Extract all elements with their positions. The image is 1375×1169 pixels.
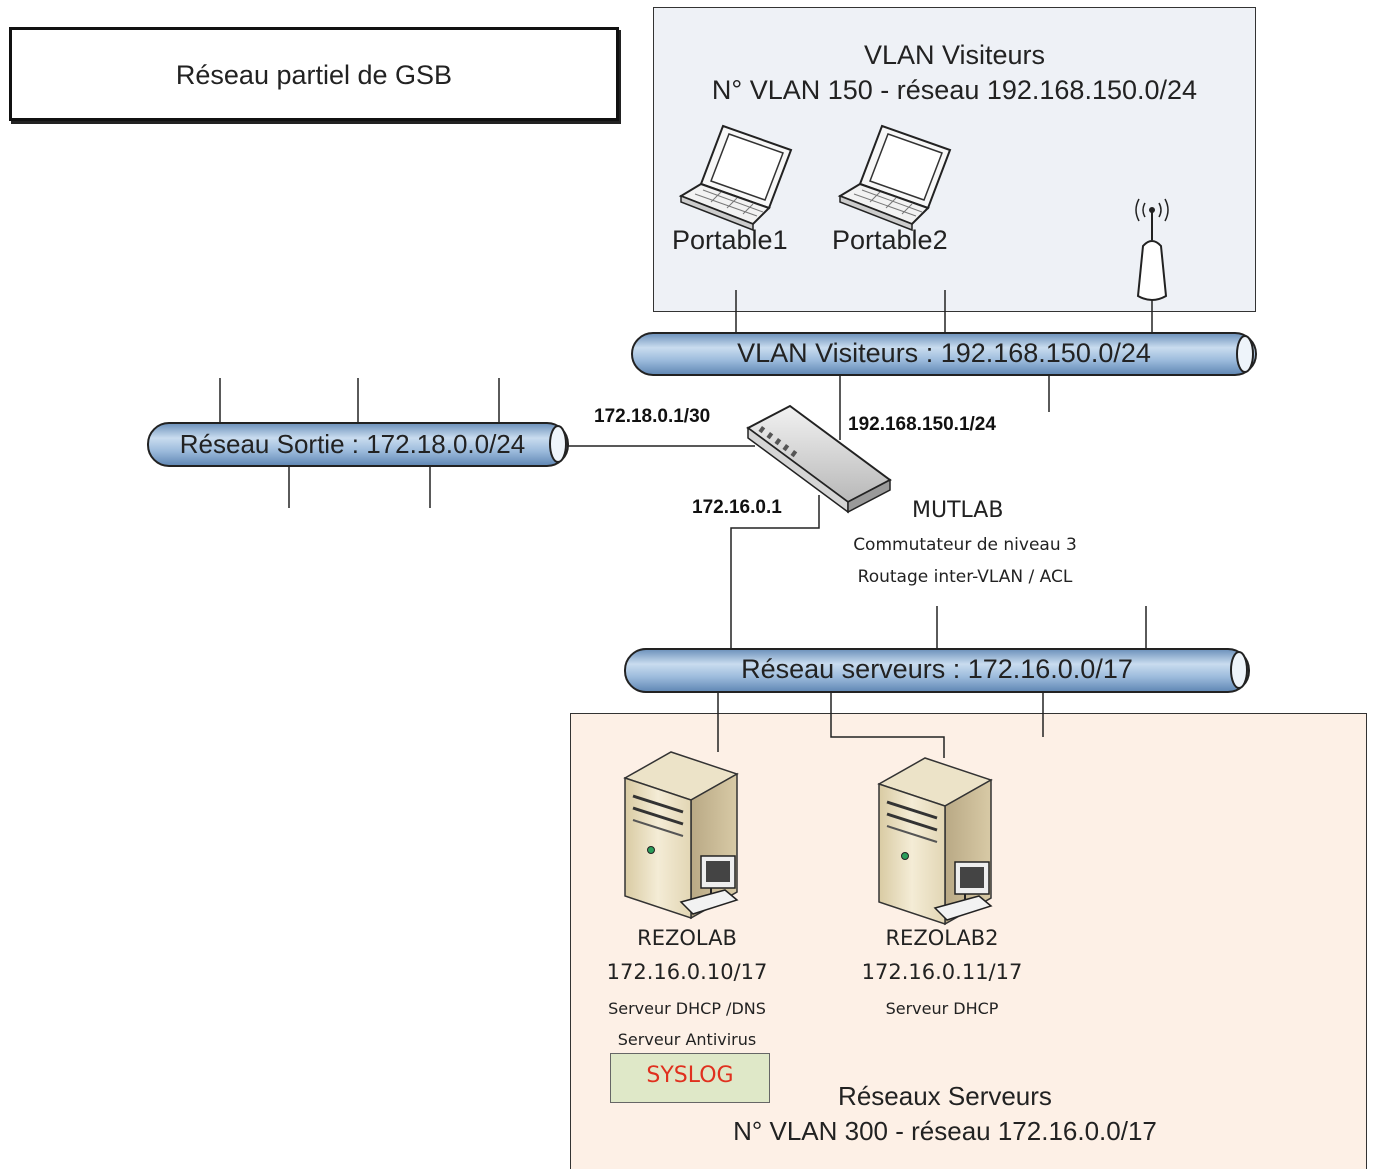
bus-reseau-sortie [147, 422, 569, 467]
server-ip-rezolab: 172.16.0.10/17 [606, 960, 768, 984]
title-box: Réseau partiel de GSB [9, 27, 619, 121]
servers-zone-subtitle: N° VLAN 300 - réseau 172.16.0.0/17 [733, 1116, 1157, 1146]
servers-zone-title: Réseaux Serveurs [838, 1081, 1052, 1111]
server-role-dhcp-dns: Serveur DHCP /DNS [608, 999, 766, 1018]
server-role-dhcp: Serveur DHCP [885, 999, 999, 1018]
bus-label-visiteurs: VLAN Visiteurs : 192.168.150.0/24 [737, 338, 1151, 368]
switch-icon [746, 404, 892, 514]
server-name-rezolab: REZOLAB [637, 926, 737, 950]
server-name-rezolab2: REZOLAB2 [885, 926, 999, 950]
server-icon [877, 757, 993, 926]
connection-lines [219, 290, 1153, 758]
switch-desc-1: Commutateur de niveau 3 [853, 535, 1077, 555]
ip-label-visiteurs: 192.168.150.1/24 [848, 414, 996, 435]
visitors-zone-title: VLAN Visiteurs [863, 40, 1046, 70]
bus-label-serveurs: Réseau serveurs : 172.16.0.0/17 [741, 654, 1133, 684]
laptop-label-portable1: Portable1 [672, 225, 788, 255]
switch-name: MUTLAB [912, 498, 1004, 523]
laptop-icon [678, 124, 793, 232]
bus-reseau-serveurs [624, 648, 1250, 693]
visitors-zone-subtitle: N° VLAN 150 - réseau 192.168.150.0/24 [711, 75, 1198, 105]
server-icon [623, 751, 739, 920]
server-role-antivirus: Serveur Antivirus [617, 1030, 757, 1049]
ip-label-serveurs: 172.16.0.1 [692, 497, 782, 518]
syslog-label: SYSLOG [646, 1063, 734, 1088]
switch-desc-2: Routage inter-VLAN / ACL [857, 567, 1073, 587]
wifi-antenna-icon [1135, 198, 1169, 301]
ip-label-sortie: 172.18.0.1/30 [594, 406, 711, 427]
page-title: Réseau partiel de GSB [175, 60, 453, 90]
bus-vlan-visiteurs [631, 332, 1257, 376]
bus-label-sortie: Réseau Sortie : 172.18.0.0/24 [179, 429, 526, 459]
laptop-icon [837, 124, 952, 232]
laptop-label-portable2: Portable2 [832, 225, 948, 255]
server-ip-rezolab2: 172.16.0.11/17 [861, 960, 1023, 984]
syslog-box: SYSLOG [610, 1053, 770, 1103]
